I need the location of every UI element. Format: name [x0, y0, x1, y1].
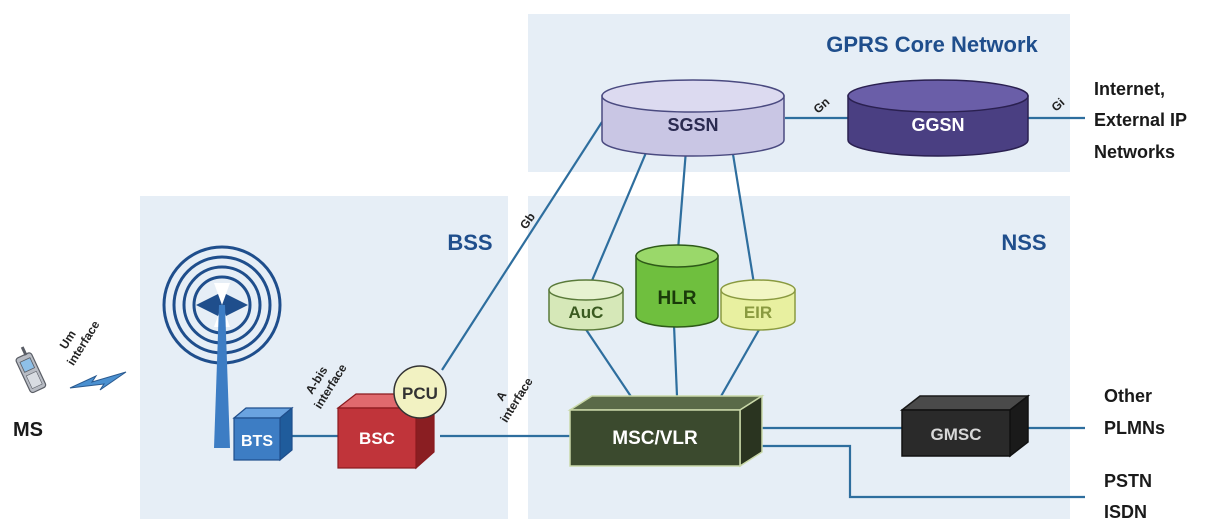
bts-tower [162, 245, 282, 448]
connection-lines [292, 116, 1085, 499]
svg-text:Internet,: Internet, [1094, 79, 1165, 99]
sgsn-auc-link [586, 147, 650, 291]
sgsn-hlr-link [676, 149, 688, 251]
bsc-label: BSC [359, 429, 395, 448]
um-interface-label: Um interface [57, 318, 103, 368]
bss-region-title: BSS [447, 230, 492, 255]
bts-label: BTS [241, 433, 273, 450]
ggsn-node: GGSN [847, 79, 1029, 157]
auc-node: AuC [548, 279, 624, 331]
auc-msc-link [584, 327, 633, 399]
sgsn-label: SGSN [667, 115, 718, 135]
ms-node: MS [13, 346, 127, 441]
lightning-icon [69, 371, 127, 391]
hlr-msc-link [672, 324, 679, 397]
bts-node: BTS [232, 406, 294, 462]
eir-msc-link [719, 327, 761, 399]
svg-text:ISDN: ISDN [1104, 502, 1147, 519]
msc-pstn-link [760, 444, 1085, 499]
gprs-region-title: GPRS Core Network [826, 32, 1038, 57]
svg-text:PSTN: PSTN [1104, 471, 1152, 491]
svg-text:Networks: Networks [1094, 142, 1175, 162]
sgsn-node: SGSN [601, 79, 785, 157]
svg-text:Other: Other [1104, 386, 1152, 406]
eir-node: EIR [720, 279, 796, 331]
pstn-isdn-label: PSTN ISDN [1104, 471, 1152, 519]
sgsn-eir-link [730, 147, 757, 291]
eir-label: EIR [744, 303, 772, 322]
pcu-label: PCU [402, 384, 438, 403]
sgsn-pcu-link [441, 121, 603, 371]
phone-icon [15, 346, 47, 394]
msc-vlr-label: MSC/VLR [612, 428, 698, 449]
gmsc-label: GMSC [931, 425, 982, 444]
hlr-node: HLR [635, 244, 719, 328]
svg-text:PLMNs: PLMNs [1104, 418, 1165, 438]
nss-region [528, 196, 1070, 519]
internet-label: Internet, External IP Networks [1094, 79, 1187, 162]
gmsc-node: GMSC [899, 394, 1031, 458]
svg-text:External IP: External IP [1094, 110, 1187, 130]
auc-label: AuC [569, 303, 604, 322]
ms-label: MS [13, 419, 43, 441]
other-plmns-label: Other PLMNs [1104, 386, 1165, 438]
hlr-label: HLR [657, 288, 696, 309]
nss-region-title: NSS [1001, 230, 1046, 255]
msc-vlr-node: MSC/VLR [567, 394, 765, 468]
bsc-node: BSC [336, 392, 436, 470]
ggsn-label: GGSN [911, 115, 964, 135]
pcu-node: PCU [393, 365, 447, 419]
